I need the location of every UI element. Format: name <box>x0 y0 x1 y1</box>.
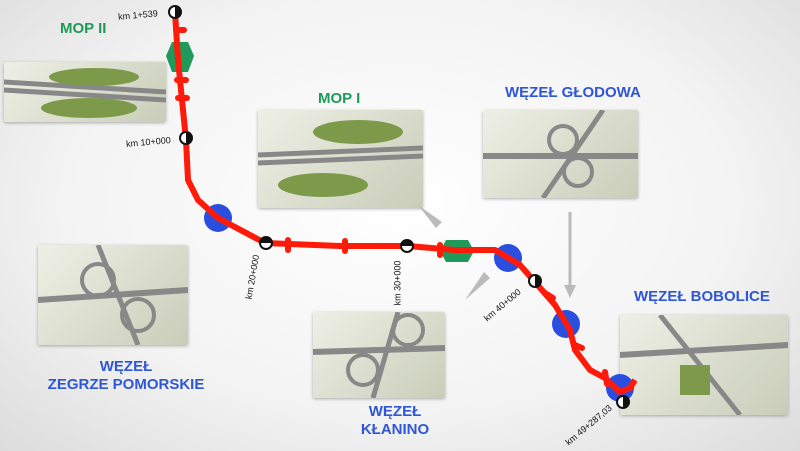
klanino-image <box>313 312 445 398</box>
klanino-label-line2: KŁANINO <box>360 421 430 438</box>
km-markers <box>168 5 630 409</box>
mop2-image <box>4 62 166 122</box>
km-label-30: km 30+000 <box>392 260 403 306</box>
glodowa-label: WĘZEŁ GŁODOWA <box>505 84 641 101</box>
klanino-label-line1: WĘZEŁ <box>368 403 422 420</box>
arrow-icon <box>465 272 490 300</box>
zegrze-label-line1: WĘZEŁ <box>99 358 153 375</box>
klanino-label: WĘZEŁ KŁANINO <box>345 403 445 439</box>
bobolice-label: WĘZEŁ BOBOLICE <box>634 288 770 305</box>
arrow-icon <box>564 285 576 298</box>
arrow-icon <box>418 205 442 228</box>
zegrze-label-line2: ZEGRZE POMORSKIE <box>47 376 205 393</box>
glodowa-image <box>483 110 638 198</box>
mop2-label: MOP II <box>60 20 107 37</box>
bobolice-image <box>620 315 788 415</box>
mop1-label: MOP I <box>318 90 361 107</box>
zegrze-image <box>38 245 188 345</box>
mop1-image <box>258 110 423 208</box>
zegrze-label: WĘZEŁ ZEGRZE POMORSKIE <box>40 358 212 394</box>
route-line <box>172 11 638 395</box>
